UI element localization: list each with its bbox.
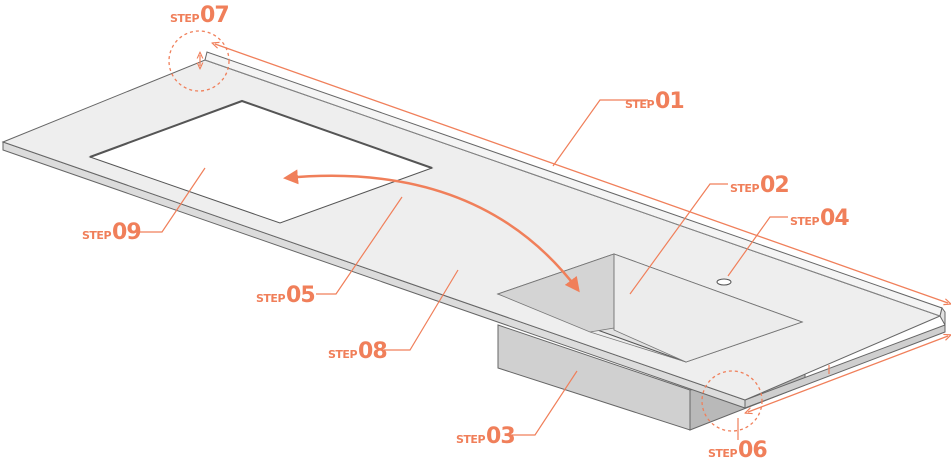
- leader-lines: [140, 99, 788, 440]
- leader-01: [552, 99, 648, 167]
- tap-hole-icon: [716, 278, 732, 286]
- step-prefix: STEP: [456, 433, 485, 446]
- leader-09: [140, 167, 206, 233]
- step-label-08: STEP08: [328, 339, 387, 364]
- step-number: 06: [738, 438, 767, 463]
- step-number: 02: [760, 173, 789, 198]
- step-label-05: STEP05: [256, 283, 315, 308]
- step-label-01: STEP01: [625, 89, 684, 114]
- leader-08: [384, 269, 459, 351]
- step-prefix: STEP: [708, 447, 737, 460]
- depth-dimension-line: [748, 336, 948, 412]
- leader-04: [727, 216, 788, 277]
- step-number: 09: [112, 220, 141, 245]
- step-prefix: STEP: [328, 348, 357, 361]
- step-number: 08: [358, 339, 387, 364]
- step-prefix: STEP: [170, 12, 199, 25]
- step-label-06: STEP06: [708, 438, 767, 463]
- step-number: 05: [286, 283, 315, 308]
- step-label-03: STEP03: [456, 424, 515, 449]
- step-number: 01: [655, 89, 684, 114]
- length-dimension-line: [215, 44, 948, 303]
- leader-03: [510, 370, 578, 436]
- step-prefix: STEP: [730, 182, 759, 195]
- leader-02: [629, 183, 728, 295]
- step-label-09: STEP09: [82, 220, 141, 245]
- countertop-surface: [1, 59, 942, 401]
- leader-05: [316, 196, 403, 295]
- detail-circle-06: [701, 370, 763, 432]
- step-prefix: STEP: [790, 215, 819, 228]
- step-prefix: STEP: [82, 229, 111, 242]
- step-label-07: STEP07: [170, 3, 229, 28]
- end-upstand: [939, 306, 946, 327]
- step-prefix: STEP: [256, 292, 285, 305]
- step-number: 07: [200, 3, 229, 28]
- step-number: 04: [820, 206, 849, 231]
- step-prefix: STEP: [625, 98, 654, 111]
- step-label-04: STEP04: [790, 206, 849, 231]
- step-label-02: STEP02: [730, 173, 789, 198]
- step-number: 03: [486, 424, 515, 449]
- relocation-arrow: [283, 169, 580, 293]
- detail-circle-07: [168, 30, 230, 92]
